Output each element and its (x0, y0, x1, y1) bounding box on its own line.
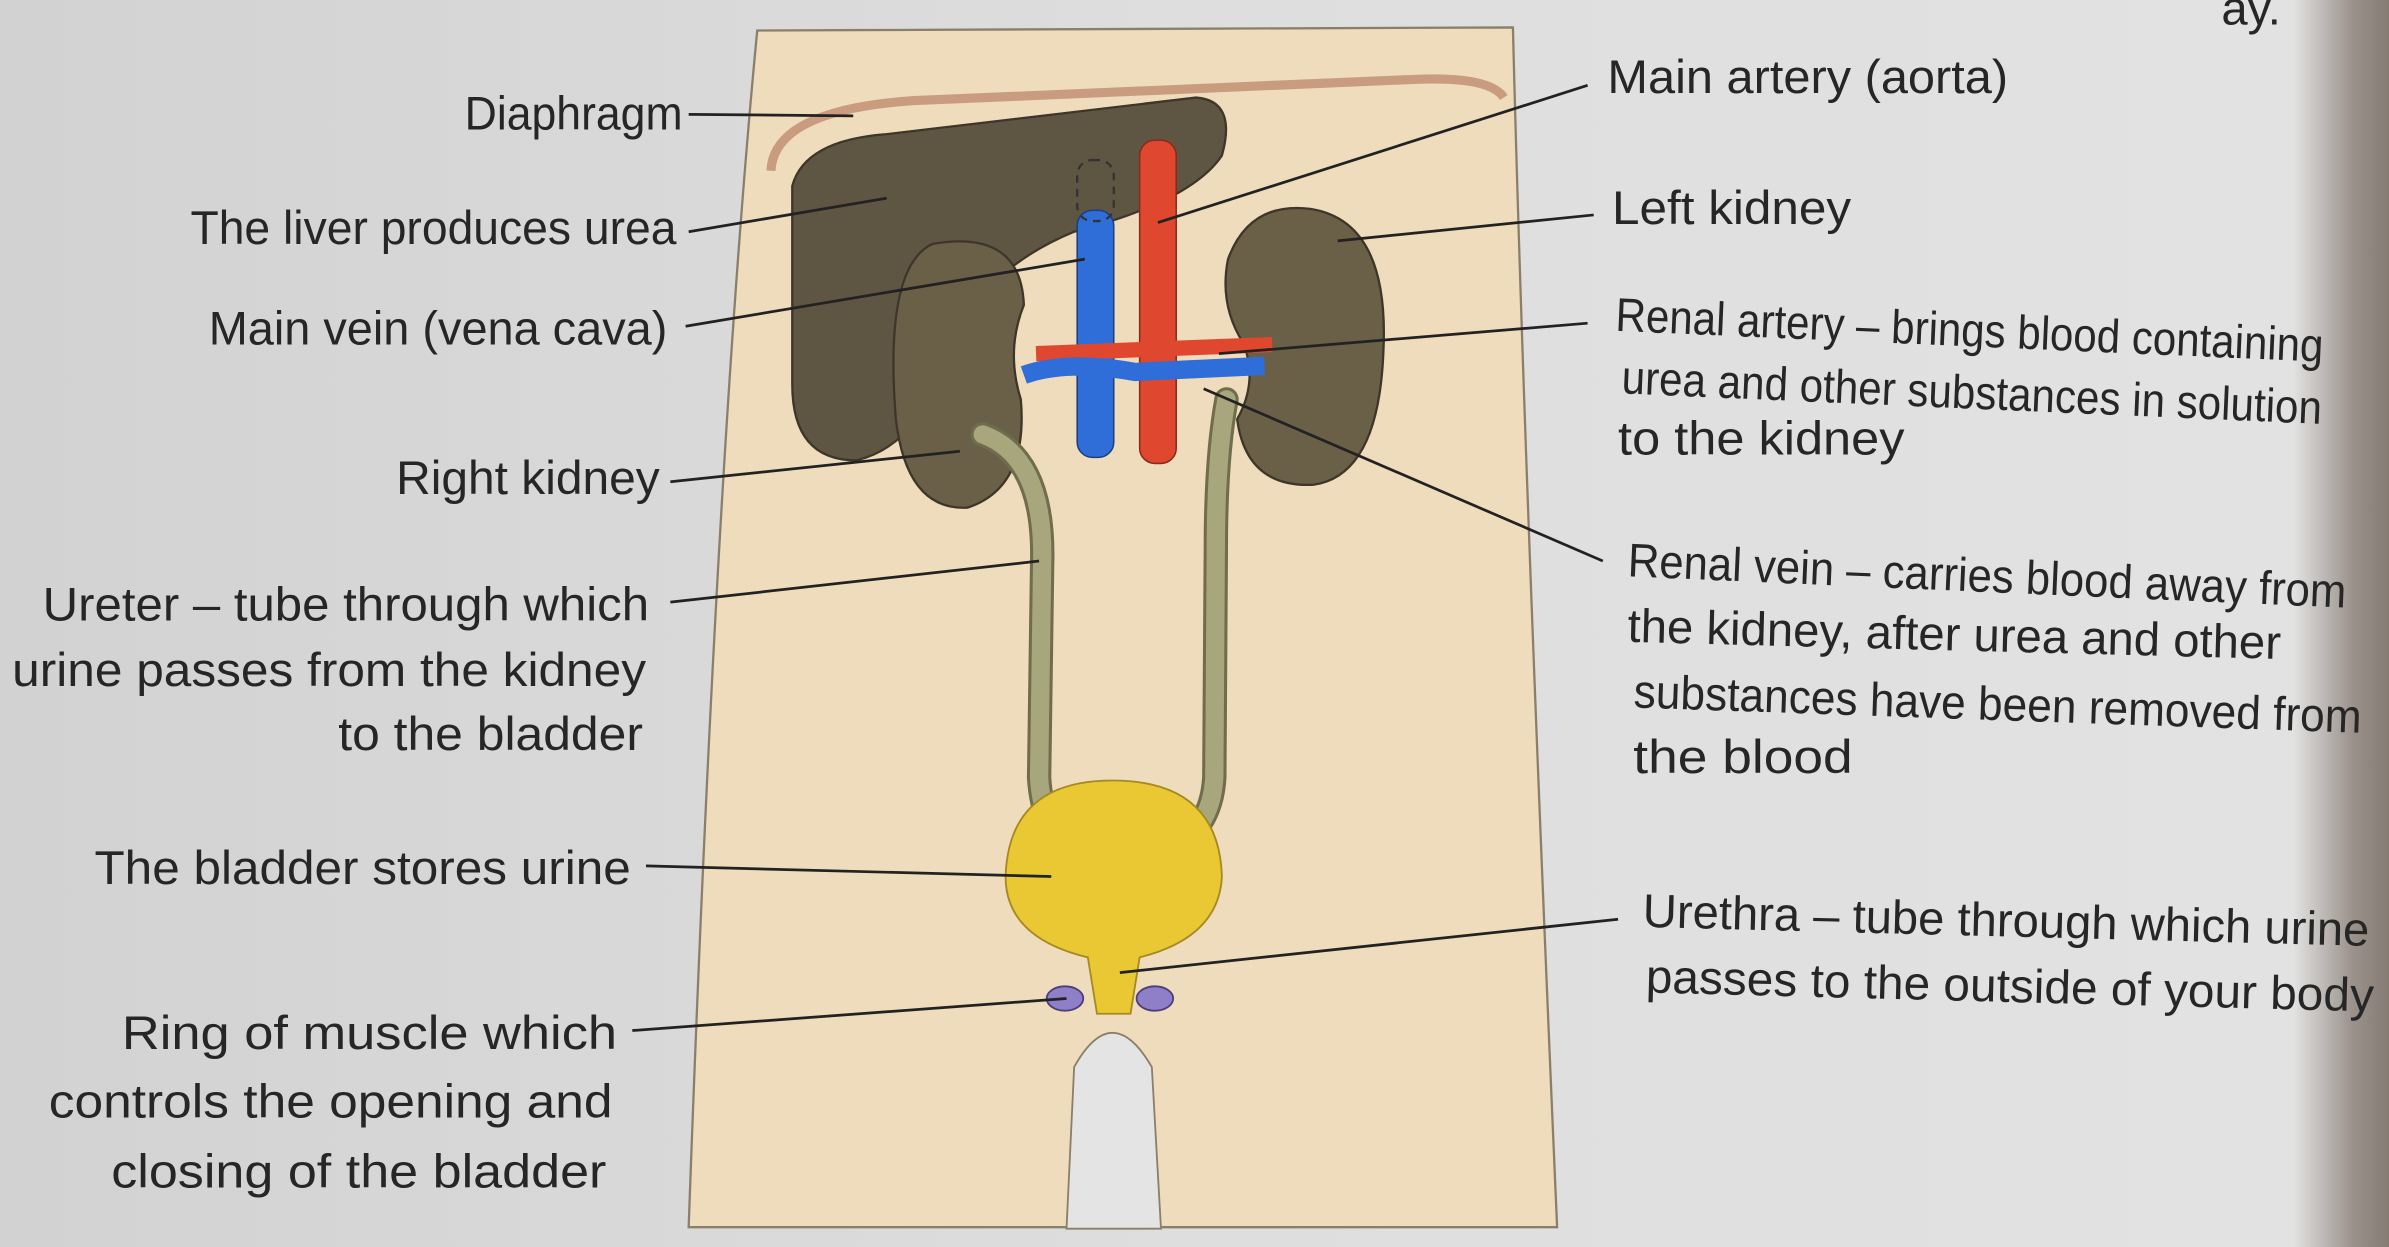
leader-bladder (645, 864, 1052, 878)
leader-renal-vein (1203, 387, 1604, 563)
label-ureter-line: urine passes from the kidney (12, 644, 646, 697)
leader-ring-muscle (632, 997, 1067, 1032)
leader-left-kidney (1337, 213, 1594, 243)
leader-renal-artery (1218, 321, 1588, 356)
label-bladder: The bladder stores urine (94, 842, 630, 895)
leader-vena-cava (685, 257, 1086, 328)
label-right-kidney: Right kidney (396, 452, 660, 505)
leader-urethra (1119, 917, 1619, 974)
label-ureter-line: Ureter – tube through which (43, 578, 649, 631)
leader-right-kidney (670, 449, 961, 484)
label-renal-artery-line: to the kidney (1618, 412, 1905, 465)
leader-diaphragm (688, 112, 854, 118)
label-renal-vein-line: the blood (1633, 731, 1852, 784)
leader-aorta (1157, 84, 1589, 224)
label-ring-muscle-line: Ring of muscle which (122, 1007, 617, 1060)
renal-vein (1020, 356, 1266, 384)
renal-artery (1035, 336, 1273, 362)
label-ureter-line: to the bladder (338, 708, 643, 761)
muscle-ring-right (1135, 985, 1175, 1012)
vena-cava (1076, 209, 1115, 459)
label-ring-muscle-line: closing of the bladder (111, 1146, 606, 1199)
aorta (1138, 139, 1177, 465)
leader-liver (688, 196, 887, 234)
page-corner-text: ay. (2221, 0, 2280, 35)
label-diaphragm: Diaphragm (465, 88, 683, 141)
label-liver: The liver produces urea (190, 202, 677, 255)
leader-ureter (670, 559, 1040, 604)
label-vena-cava: Main vein (vena cava) (209, 303, 668, 356)
label-left-kidney: Left kidney (1612, 182, 1852, 235)
bladder (1004, 779, 1223, 1015)
vena-cava-hidden (1076, 158, 1115, 223)
leg-gap (1065, 1031, 1162, 1230)
label-aorta: Main artery (aorta) (1607, 51, 2008, 104)
diaphragm (766, 74, 1508, 172)
label-ring-muscle-line: controls the opening and (49, 1075, 613, 1128)
